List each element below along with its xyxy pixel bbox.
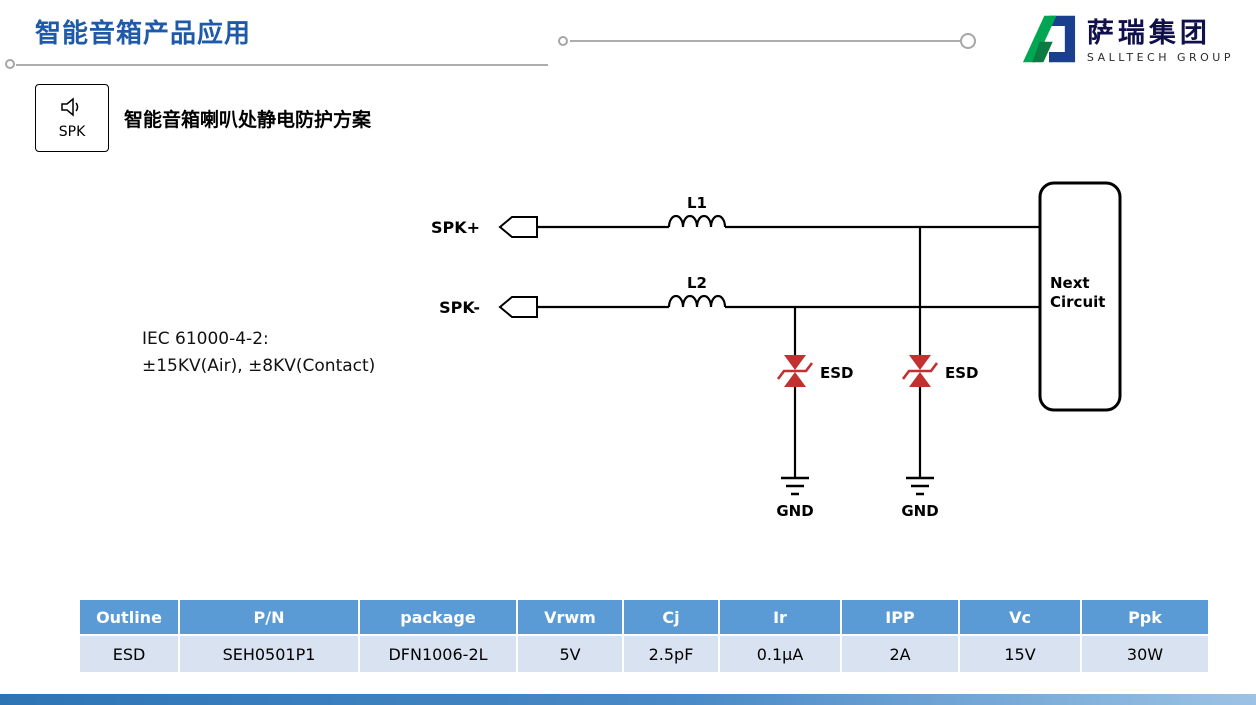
ground-symbol-1 [781,476,809,496]
logo-company-subtitle: SALLTECH GROUP [1086,51,1234,65]
col-header-ir: Ir [720,600,840,634]
esd-spec-table: Outline P/N package Vrwm Cj Ir IPP Vc Pp… [78,598,1210,674]
inductor-l1-label: L1 [687,194,707,212]
gnd-label-2: GND [901,502,938,520]
iec-line1: IEC 61000-4-2: [142,329,269,349]
cell-outline: ESD [80,636,178,672]
bottom-accent-bar [0,694,1256,705]
page-title: 智能音箱产品应用 [35,19,252,49]
next-circuit-box [1038,181,1122,412]
inductor-l2-label: L2 [687,274,707,292]
spk-callout-box: SPK [35,84,109,152]
ground-symbol-2 [906,476,934,496]
next-circuit-label-line2: Circuit [1050,293,1105,311]
company-logo: 萨瑞集团 SALLTECH GROUP [1021,12,1234,70]
header-divider-left [16,64,548,66]
inductor-l2-symbol [667,294,727,308]
salltech-logo-icon [1021,12,1077,70]
divider-end-circle-left [5,59,15,69]
divider-end-circle-right [960,33,976,49]
cell-package: DFN1006-2L [360,636,516,672]
speaker-icon [60,96,84,121]
col-header-package: package [360,600,516,634]
esd-diode-1 [776,355,814,387]
table-header-row: Outline P/N package Vrwm Cj Ir IPP Vc Pp… [80,600,1208,634]
iec-line2: ±15KV(Air), ±8KV(Contact) [142,356,376,376]
col-header-cj: Cj [624,600,718,634]
col-header-ipp: IPP [842,600,958,634]
cell-vc: 15V [960,636,1080,672]
header-divider-top [570,40,960,42]
inductor-l1-symbol [667,214,727,228]
gnd-label-1: GND [776,502,813,520]
section-heading: 智能音箱喇叭处静电防护方案 [124,109,372,131]
col-header-outline: Outline [80,600,178,634]
cell-cj: 2.5pF [624,636,718,672]
cell-pn: SEH0501P1 [180,636,358,672]
cell-vrwm: 5V [518,636,622,672]
col-header-vrwm: Vrwm [518,600,622,634]
esd-diode-2 [901,355,939,387]
esd-protection-schematic: SPK+ SPK- L1 L2 ESD ESD [431,181,1122,520]
col-header-ppk: Ppk [1082,600,1208,634]
spk-plus-port [498,216,538,238]
spk-plus-label: SPK+ [431,218,480,237]
esd-label-1: ESD [820,364,854,382]
col-header-pn: P/N [180,600,358,634]
cell-ir: 0.1μA [720,636,840,672]
logo-text: 萨瑞集团 SALLTECH GROUP [1087,18,1234,64]
cell-ppk: 30W [1082,636,1208,672]
spk-minus-port [498,296,538,318]
table-row: ESD SEH0501P1 DFN1006-2L 5V 2.5pF 0.1μA … [80,636,1208,672]
col-header-vc: Vc [960,600,1080,634]
next-circuit-label-line1: Next [1050,274,1090,292]
esd-label-2: ESD [945,364,979,382]
spk-box-label: SPK [58,123,86,140]
iec-standard-note: IEC 61000-4-2: ±15KV(Air), ±8KV(Contact) [142,326,375,380]
divider-end-circle-mid [558,36,568,46]
logo-company-name: 萨瑞集团 [1086,17,1211,49]
cell-ipp: 2A [842,636,958,672]
spk-minus-label: SPK- [439,298,480,317]
